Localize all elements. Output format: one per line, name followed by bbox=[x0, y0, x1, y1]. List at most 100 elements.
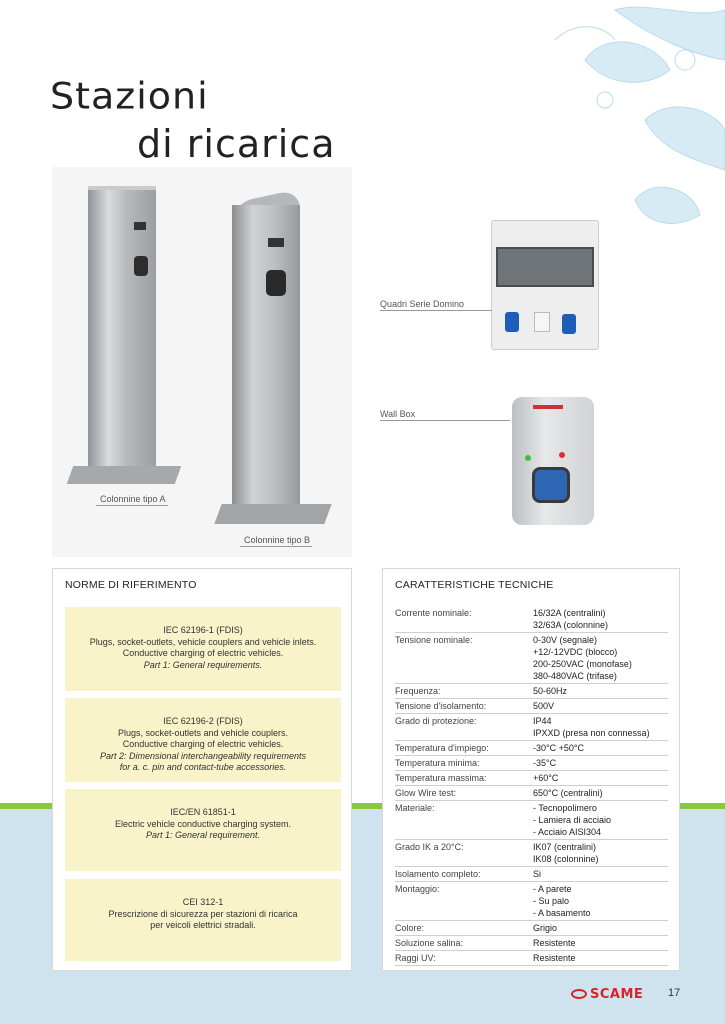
spec-value: 32/63A (colonnine) bbox=[533, 620, 609, 630]
spec-value: 650°C (centralini) bbox=[533, 788, 603, 798]
caption-colonnine-b: Colonnine tipo B bbox=[244, 535, 311, 545]
spec-label: Glow Wire test: bbox=[395, 788, 457, 798]
norm-text: Prescrizione di sicurezza per stazioni d… bbox=[108, 908, 298, 919]
accent-line bbox=[0, 803, 725, 809]
norm-card: CEI 312-1 Prescrizione di sicurezza per … bbox=[65, 879, 341, 961]
spec-row: Tensione nominale: 0-30V (segnale)+12/-12… bbox=[395, 633, 668, 684]
spec-row: Temperatura minima: -35°C bbox=[395, 756, 668, 771]
spec-value: 16/32A (centralini) bbox=[533, 608, 606, 618]
column-b-base bbox=[214, 504, 332, 524]
caption-line bbox=[380, 420, 510, 421]
spec-values: - A parete- Su palo- A basamento bbox=[533, 883, 668, 919]
norme-heading: NORME DI RIFERIMENTO bbox=[65, 579, 197, 591]
spec-row: Montaggio:- A parete- Su palo- A basamen… bbox=[395, 882, 668, 921]
column-b-slot bbox=[268, 238, 284, 247]
domino-blank-module bbox=[534, 312, 550, 332]
spec-values: Grigio bbox=[533, 922, 668, 934]
spec-values: -30°C +50°C bbox=[533, 742, 668, 754]
spec-row: Grado IK a 20°C:IK07 (centralini)IK08 (c… bbox=[395, 840, 668, 867]
column-b-image bbox=[232, 205, 300, 513]
norme-panel: NORME DI RIFERIMENTO IEC 62196-1 (FDIS) … bbox=[52, 568, 352, 971]
brand-name: SCAME bbox=[590, 987, 644, 1002]
spec-row: Corrente nominale: 16/32A (centralini) 32/… bbox=[395, 606, 668, 633]
spec-label: Temperatura minima: bbox=[395, 758, 480, 768]
specs-table: Corrente nominale: 16/32A (centralini) 32/… bbox=[395, 606, 668, 966]
spec-label: Montaggio: bbox=[395, 884, 440, 894]
caption-wallbox: Wall Box bbox=[380, 409, 416, 419]
norm-part: Part 1: General requirement. bbox=[145, 830, 261, 840]
caption-line bbox=[240, 546, 312, 547]
page-title-line1: Stazioni bbox=[50, 75, 209, 117]
column-a-base bbox=[66, 466, 182, 484]
spec-label: Colore: bbox=[395, 923, 425, 933]
norm-card: IEC 62196-2 (FDIS) Plugs, socket-outlets… bbox=[65, 698, 341, 782]
spec-values: 0-30V (segnale)+12/-12VDC (blocco)200-25… bbox=[533, 634, 668, 682]
norm-code: CEI 312-1 bbox=[182, 897, 224, 907]
caption-colonnine-a: Colonnine tipo A bbox=[100, 494, 166, 504]
spec-row: Glow Wire test: 650°C (centralini) bbox=[395, 786, 668, 801]
spec-value: 200-250VAC (monofase) bbox=[533, 659, 632, 669]
spec-label: Frequenza: bbox=[395, 686, 441, 696]
norm-code: IEC/EN 61851-1 bbox=[170, 807, 236, 817]
spec-label: Soluzione salina: bbox=[395, 938, 464, 948]
spec-row: Materiale:- Tecnopolimero- Lamiera di ac… bbox=[395, 801, 668, 840]
spec-value: Resistente bbox=[533, 938, 576, 948]
spec-label: Tensione d'isolamento: bbox=[395, 701, 487, 711]
spec-values: +60°C bbox=[533, 772, 668, 784]
spec-values: - Tecnopolimero- Lamiera di acciaio- Acc… bbox=[533, 802, 668, 838]
norm-text: Conductive charging of electric vehicles… bbox=[122, 648, 284, 658]
spec-label: Temperatura d'impiego: bbox=[395, 743, 489, 753]
spec-row: Isolamento completo: Si bbox=[395, 867, 668, 882]
spec-row: Frequenza: 50-60Hz bbox=[395, 684, 668, 699]
spec-label: Grado di protezione: bbox=[395, 716, 477, 726]
spec-value: -30°C +50°C bbox=[533, 743, 584, 753]
domino-window bbox=[496, 247, 594, 287]
spec-values: -35°C bbox=[533, 757, 668, 769]
spec-row: Tensione d'isolamento: 500V bbox=[395, 699, 668, 714]
norm-text: Electric vehicle conductive charging sys… bbox=[114, 818, 292, 829]
norm-card: IEC 62196-1 (FDIS) Plugs, socket-outlets… bbox=[65, 607, 341, 691]
column-a-image bbox=[88, 190, 156, 478]
spec-value: - A parete bbox=[533, 884, 572, 894]
caratteristiche-heading: CARATTERISTICHE TECNICHE bbox=[395, 579, 554, 591]
spec-label: Isolamento completo: bbox=[395, 869, 481, 879]
spec-row: Temperatura massima:+60°C bbox=[395, 771, 668, 786]
spec-value: IPXXD (presa non connessa) bbox=[533, 728, 650, 738]
spec-value: +60°C bbox=[533, 773, 559, 783]
spec-value: Si bbox=[533, 869, 542, 879]
spec-value: Resistente bbox=[533, 953, 576, 963]
domino-socket-right bbox=[562, 314, 576, 334]
spec-values: 16/32A (centralini) 32/63A (colonnine) bbox=[533, 607, 668, 631]
spec-values: 50-60Hz bbox=[533, 685, 668, 697]
wall-box-socket bbox=[532, 467, 570, 503]
norm-part: Part 1: General requirements. bbox=[143, 659, 263, 670]
wall-box-image bbox=[512, 397, 594, 525]
spec-label: Tensione nominale: bbox=[395, 635, 473, 645]
floral-decoration bbox=[554, 6, 725, 224]
column-a-socket bbox=[134, 256, 148, 276]
spec-value: 500V bbox=[533, 701, 555, 711]
spec-value: -35°C bbox=[533, 758, 557, 768]
norm-code: IEC 62196-2 (FDIS) bbox=[163, 716, 243, 726]
caption-line bbox=[380, 310, 492, 311]
caption-line bbox=[96, 505, 168, 506]
scame-logo-icon bbox=[571, 989, 587, 999]
norm-card: IEC/EN 61851-1 Electric vehicle conducti… bbox=[65, 789, 341, 871]
spec-label: Corrente nominale: bbox=[395, 608, 472, 618]
spec-label: Raggi UV: bbox=[395, 953, 436, 963]
spec-value: 50-60Hz bbox=[533, 686, 568, 696]
spec-values: Si bbox=[533, 868, 668, 880]
column-a-slot bbox=[134, 222, 146, 230]
spec-value: - Acciaio AISI304 bbox=[533, 827, 602, 837]
wall-box-logo bbox=[533, 405, 563, 409]
brand-logo: SCAME bbox=[571, 987, 643, 1002]
spec-value: IP44 bbox=[533, 716, 552, 726]
norm-text: Conductive charging of electric vehicles… bbox=[122, 739, 284, 749]
spec-row: Temperatura d'impiego: -30°C +50°C bbox=[395, 741, 668, 756]
spec-value: - Su palo bbox=[533, 896, 570, 906]
wall-box-red-led bbox=[559, 452, 565, 458]
norm-part: Part 2: Dimensional interchangeability r… bbox=[99, 750, 307, 761]
spec-value: IK07 (centralini) bbox=[533, 842, 597, 852]
